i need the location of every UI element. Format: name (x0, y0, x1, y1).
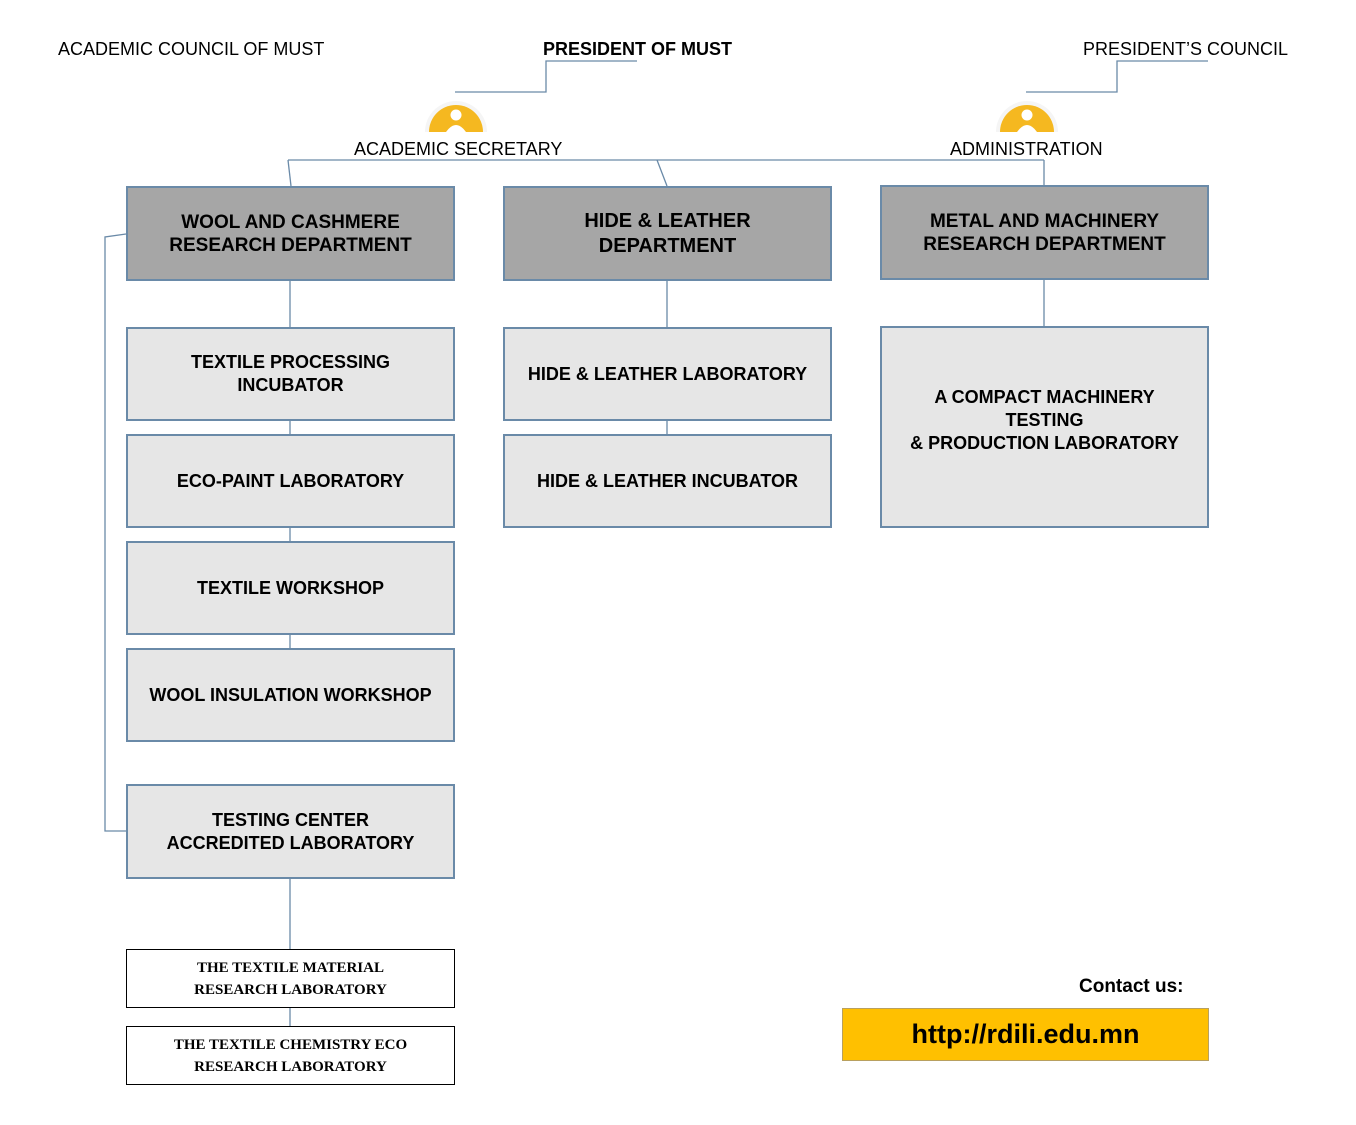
textile-chemistry-laboratory: THE TEXTILE CHEMISTRY ECO RESEARCH LABOR… (126, 1026, 455, 1085)
unit-label: TEXTILE WORKSHOP (196, 577, 384, 598)
textile-workshop: TEXTILE WORKSHOP (126, 541, 455, 635)
unit-label: TESTING CENTER ACCREDITED LABORATORY (166, 809, 415, 853)
administration-label: ADMINISTRATION (950, 139, 1103, 159)
unit-label: TEXTILE PROCESSING INCUBATOR (190, 352, 391, 395)
hide-leather-incubator: HIDE & LEATHER INCUBATOR (503, 434, 832, 528)
metal-machinery-department: METAL AND MACHINERY RESEARCH DEPARTMENT (880, 185, 1209, 280)
academic-council-label: ACADEMIC COUNCIL OF MUST (58, 39, 325, 59)
hide-leather-department: HIDE & LEATHER DEPARTMENT (503, 186, 832, 281)
person-icon (996, 101, 1058, 132)
person-icon (425, 101, 487, 132)
unit-label: A COMPACT MACHINERY TESTING & PRODUCTION… (910, 386, 1179, 453)
compact-machinery-laboratory: A COMPACT MACHINERY TESTING & PRODUCTION… (880, 326, 1209, 528)
department-label: HIDE & LEATHER DEPARTMENT (584, 209, 751, 257)
unit-label: THE TEXTILE CHEMISTRY ECO RESEARCH LABOR… (173, 1036, 408, 1075)
unit-label: HIDE & LEATHER INCUBATOR (537, 470, 798, 491)
unit-label: THE TEXTILE MATERIAL RESEARCH LABORATORY (194, 959, 387, 998)
unit-label: WOOL INSULATION WORKSHOP (149, 684, 432, 705)
wool-insulation-workshop: WOOL INSULATION WORKSHOP (126, 648, 455, 742)
testing-center-laboratory: TESTING CENTER ACCREDITED LABORATORY (126, 784, 455, 879)
website-link-button[interactable]: http://rdili.edu.mn (842, 1008, 1209, 1061)
wool-cashmere-department: WOOL AND CASHMERE RESEARCH DEPARTMENT (126, 186, 455, 281)
unit-label: ECO-PAINT LABORATORY (176, 470, 405, 491)
academic-secretary-label: ACADEMIC SECRETARY (354, 139, 563, 159)
textile-material-laboratory: THE TEXTILE MATERIAL RESEARCH LABORATORY (126, 949, 455, 1008)
eco-paint-laboratory: ECO-PAINT LABORATORY (126, 434, 455, 528)
contact-label: Contact us: (1079, 976, 1184, 997)
unit-label: HIDE & LEATHER LABORATORY (527, 363, 808, 384)
department-label: WOOL AND CASHMERE RESEARCH DEPARTMENT (169, 211, 412, 256)
textile-processing-incubator: TEXTILE PROCESSING INCUBATOR (126, 327, 455, 421)
presidents-council-label: PRESIDENT’S COUNCIL (1083, 39, 1289, 59)
department-label: METAL AND MACHINERY RESEARCH DEPARTMENT (923, 210, 1166, 255)
hide-leather-laboratory: HIDE & LEATHER LABORATORY (503, 327, 832, 421)
president-label: PRESIDENT OF MUST (543, 39, 733, 59)
